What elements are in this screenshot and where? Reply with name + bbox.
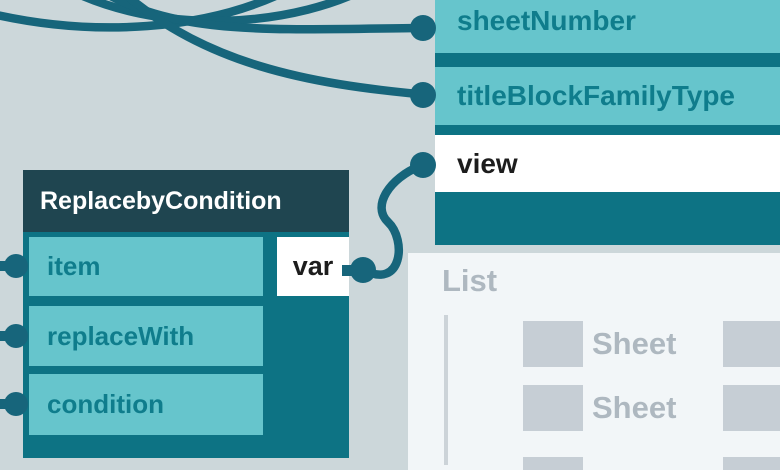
- node-title-bar[interactable]: ReplacebyCondition: [23, 170, 349, 232]
- input-row-replacewith[interactable]: replaceWith: [29, 306, 263, 366]
- sheet-thumbnail: [523, 385, 583, 431]
- node-sheet-bytitleblock[interactable]: sheetNumber titleBlockFamilyType view: [435, 0, 780, 245]
- input-port-item[interactable]: [0, 254, 28, 278]
- input-row-condition[interactable]: condition: [29, 374, 263, 435]
- input-row-titleblockfamilytype[interactable]: titleBlockFamilyType: [435, 67, 780, 125]
- wire-to-sheetnumber-port[interactable]: [90, 0, 423, 34]
- input-port-sheetnumber[interactable]: [410, 15, 436, 41]
- input-label: item: [47, 251, 101, 281]
- node-title: ReplacebyCondition: [40, 186, 282, 215]
- input-label: titleBlockFamilyType: [457, 80, 736, 111]
- output-row-var[interactable]: var: [277, 237, 349, 296]
- input-label: view: [457, 147, 518, 179]
- wire-offscreen-top-b[interactable]: [58, 0, 374, 26]
- input-port-view[interactable]: [410, 152, 436, 178]
- input-port-replacewith[interactable]: [0, 324, 28, 348]
- node-replacebycondition[interactable]: ReplacebyCondition item replaceWith cond…: [23, 170, 349, 458]
- sheet-thumbnail: [723, 321, 780, 367]
- wire-to-titleblockfamilytype-port[interactable]: [114, 0, 423, 99]
- list-preview-panel: List Sheet Sheet: [408, 253, 780, 470]
- input-port-condition[interactable]: [0, 392, 28, 416]
- input-port-titleblockfamilytype[interactable]: [410, 82, 436, 108]
- list-item-label: Sheet: [592, 326, 677, 361]
- wire-offscreen-top-a[interactable]: [0, 0, 296, 32]
- input-label: sheetNumber: [457, 4, 636, 36]
- input-row-view-highlighted[interactable]: view: [435, 135, 780, 192]
- output-label: var: [292, 251, 334, 281]
- sheet-thumbnail: [523, 457, 583, 470]
- input-row-sheetnumber[interactable]: sheetNumber: [435, 0, 780, 53]
- sheet-thumbnail: [723, 385, 780, 431]
- input-label: replaceWith: [47, 320, 195, 351]
- output-port-var[interactable]: [342, 257, 376, 283]
- list-item-label: Sheet: [592, 390, 677, 425]
- input-label: condition: [47, 389, 164, 419]
- list-panel-title: List: [442, 263, 498, 298]
- input-row-item[interactable]: item: [29, 237, 263, 296]
- sheet-thumbnail: [523, 321, 583, 367]
- wire-var-to-view[interactable]: [359, 161, 425, 279]
- sheet-thumbnail: [723, 457, 780, 470]
- list-indent-line: [444, 315, 448, 465]
